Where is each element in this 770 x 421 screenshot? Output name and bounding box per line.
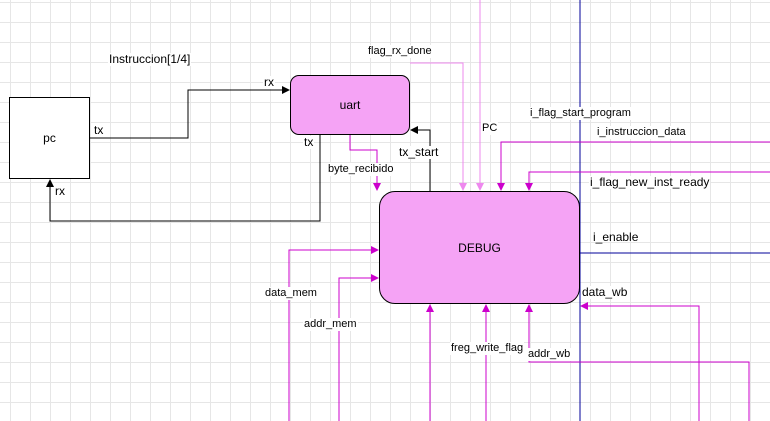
pc-tx-label: tx xyxy=(93,123,105,137)
i-enable-label: i_enable xyxy=(593,230,639,244)
data-mem-label: data_mem xyxy=(264,287,318,300)
debug-block: DEBUG xyxy=(379,191,580,304)
flag-rx-done-wire xyxy=(410,62,467,191)
addr-mem-label: addr_mem xyxy=(303,318,358,331)
i-instruccion-data-label: i_instruccion_data xyxy=(596,126,687,139)
pc-block-label: pc xyxy=(43,131,56,145)
i-flag-start-program-label: i_flag_start_program xyxy=(529,107,632,120)
uart-tx-label: tx xyxy=(303,135,315,149)
data-mem-wire xyxy=(288,246,379,421)
tx-start-wire xyxy=(410,126,431,191)
byte-recibido-label: byte_recibido xyxy=(327,163,395,176)
addr-wb-wire xyxy=(525,304,750,421)
pc-signal-label: PC xyxy=(481,122,499,135)
flag-rx-done-label: flag_rx_done xyxy=(367,45,433,58)
uart-tx-to-pc-rx-wire xyxy=(46,135,321,222)
pc-rx-label: rx xyxy=(54,184,66,198)
data-wb-label: data_wb xyxy=(581,285,629,299)
freg-write-flag-label: freg_write_flag xyxy=(450,342,525,355)
i-instruccion-data-wire xyxy=(497,141,770,191)
instruccion-label: Instruccion[1/4] xyxy=(108,52,192,66)
uart-block-label: uart xyxy=(339,98,361,112)
pc-block: pc xyxy=(9,97,90,179)
debug-block-label: DEBUG xyxy=(458,240,501,255)
tx-start-label: tx_start xyxy=(398,145,440,159)
i-flag-new-inst-ready-label: i_flag_new_inst_ready xyxy=(589,175,711,189)
data-wb-wire xyxy=(580,302,700,421)
pc-tx-to-uart-rx-wire xyxy=(90,86,290,139)
addr-wb-label: addr_wb xyxy=(527,348,572,361)
uart-rx-label: rx xyxy=(263,75,275,89)
i-flag-new-inst-ready-wire xyxy=(525,171,770,191)
uart-block: uart xyxy=(290,75,410,135)
addr-mem-wire xyxy=(338,274,379,421)
